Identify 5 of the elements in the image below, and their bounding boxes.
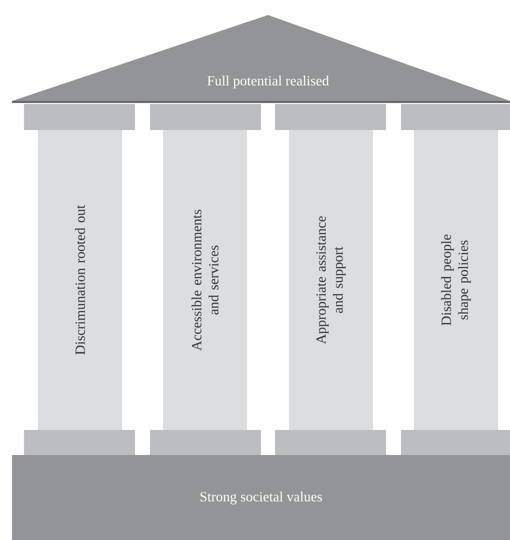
foundation-block: Strong societal values bbox=[12, 455, 510, 540]
pillar-column: Appropriate assistance and support bbox=[275, 104, 386, 455]
roof-triangle: Full potential realised bbox=[12, 15, 510, 103]
pillar-column: Accessible environments and services bbox=[150, 104, 261, 455]
pillar-column: Discrimunation rooted out bbox=[24, 104, 135, 455]
